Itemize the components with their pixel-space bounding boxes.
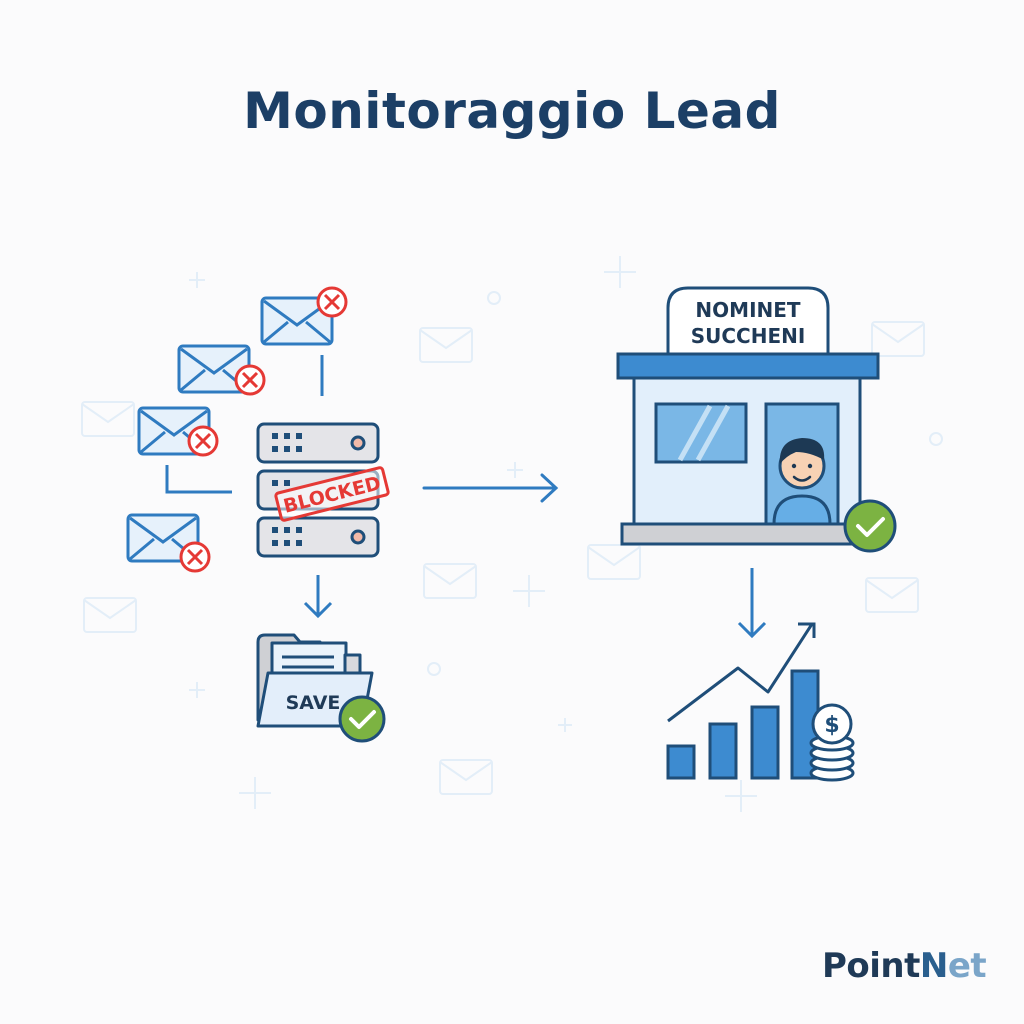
flow-arrow-icon	[422, 473, 559, 503]
svg-text:SAVE: SAVE	[286, 692, 341, 714]
brand-logo: PointNet	[822, 946, 987, 986]
email-rejected-3	[137, 406, 219, 457]
success-check-icon	[843, 499, 897, 553]
faint-plus-icon	[507, 462, 523, 478]
faint-envelope-icon	[439, 759, 493, 795]
down-arrow-icon	[737, 568, 767, 639]
faint-envelope-icon	[871, 321, 925, 357]
svg-text:$: $	[824, 713, 839, 738]
faint-envelope-icon	[587, 544, 641, 580]
email-rejected-4	[126, 513, 211, 573]
svg-text:SUCCHENI: SUCCHENI	[691, 324, 806, 348]
faint-plus-icon	[239, 777, 271, 809]
faint-envelope-icon	[419, 327, 473, 363]
faint-circle-icon	[487, 291, 501, 305]
faint-envelope-icon	[81, 401, 135, 437]
email-rejected-2	[177, 344, 266, 396]
shop-icon: NOMINET SUCCHENI	[616, 286, 880, 546]
faint-plus-icon	[725, 780, 757, 812]
faint-circle-icon	[929, 432, 943, 446]
down-arrow-icon	[303, 575, 333, 619]
left-flow: BLOCKED SAVE	[126, 286, 390, 743]
faint-envelope-icon	[865, 577, 919, 613]
faint-plus-icon	[189, 682, 205, 698]
faint-envelope-icon	[423, 563, 477, 599]
connector-lines	[165, 355, 324, 494]
page-title: Monitoraggio Lead	[243, 82, 781, 140]
success-check-icon	[338, 695, 386, 743]
coins-icon: $	[809, 703, 855, 782]
right-flow: NOMINET SUCCHENI	[616, 286, 897, 782]
faint-envelope-icon	[83, 597, 137, 633]
faint-plus-icon	[513, 575, 545, 607]
growth-chart-icon	[666, 622, 820, 780]
server-icon: BLOCKED	[256, 422, 390, 558]
faint-circle-icon	[427, 662, 441, 676]
faint-plus-icon	[558, 718, 572, 732]
faint-plus-icon	[604, 256, 636, 288]
svg-text:NOMINET: NOMINET	[695, 298, 800, 322]
email-rejected-1	[260, 286, 348, 346]
person-avatar	[772, 438, 832, 526]
faint-plus-icon	[189, 272, 205, 288]
